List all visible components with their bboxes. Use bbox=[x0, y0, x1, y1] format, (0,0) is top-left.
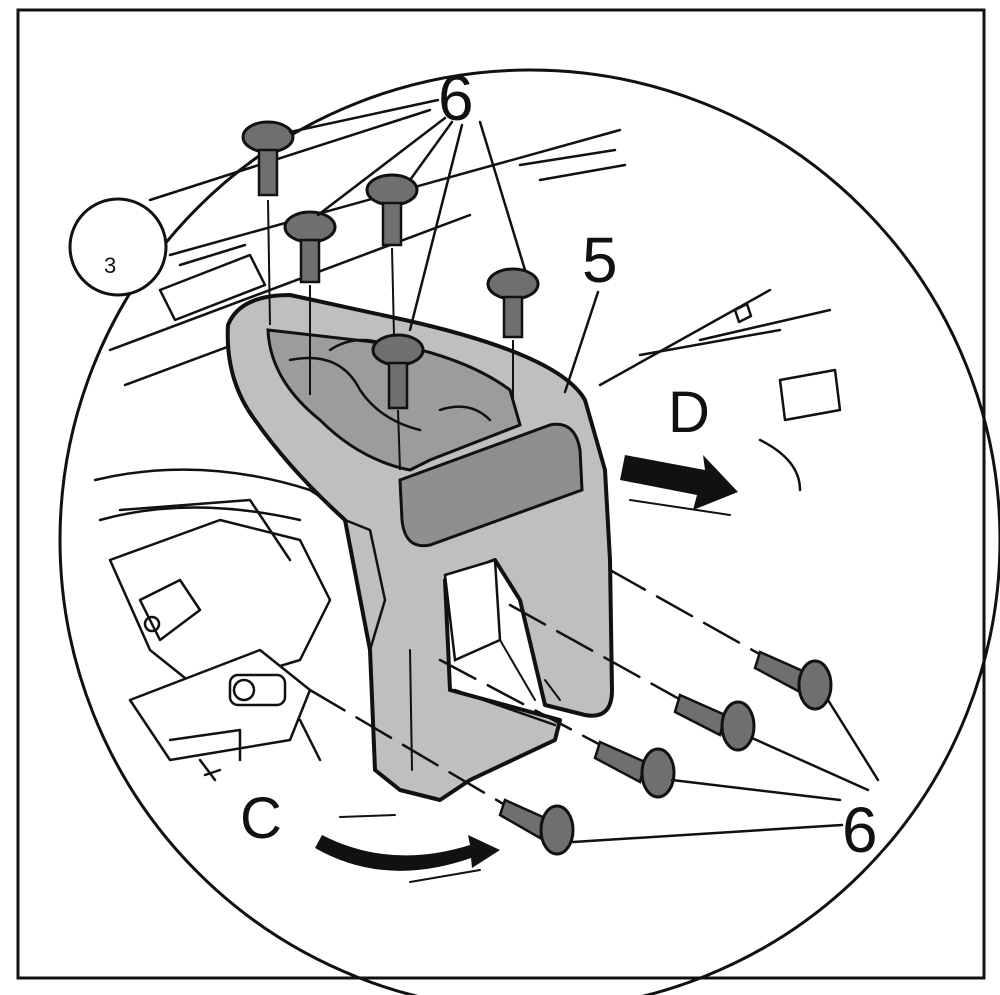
part-label: 5 bbox=[582, 224, 618, 296]
top-screws bbox=[241, 120, 540, 471]
side-screws-callout: 6 bbox=[571, 698, 880, 866]
screw-icon bbox=[371, 333, 425, 471]
direction-arrow-C: C bbox=[240, 786, 500, 883]
view-number-callout: 3 bbox=[68, 197, 168, 297]
shifter-mechanism bbox=[93, 468, 357, 782]
side-screws bbox=[308, 568, 833, 856]
screw-icon bbox=[753, 650, 833, 711]
screw-icon bbox=[241, 120, 295, 326]
screw-icon bbox=[673, 693, 756, 752]
direction-D-label: D bbox=[668, 380, 710, 445]
part-callout: 5 bbox=[563, 224, 618, 394]
top-screws-callout: 6 bbox=[288, 62, 527, 332]
screw-icon bbox=[486, 267, 540, 400]
rotate-arrow-icon bbox=[315, 835, 500, 871]
detail-circle bbox=[58, 68, 1000, 995]
screw-icon bbox=[498, 798, 575, 856]
console-front-recess bbox=[398, 422, 584, 548]
screw-icon bbox=[283, 210, 337, 395]
screw-icon bbox=[365, 173, 419, 336]
direction-arrow-D: D bbox=[620, 380, 738, 516]
view-number-label: 3 bbox=[104, 253, 116, 278]
dashboard-background-lines bbox=[108, 108, 842, 492]
top-screws-label: 6 bbox=[438, 62, 474, 134]
direction-C-label: C bbox=[240, 786, 282, 851]
console-trim-panel bbox=[225, 293, 614, 802]
arrow-icon bbox=[620, 455, 738, 510]
screw-icon bbox=[593, 740, 676, 799]
side-screws-label: 6 bbox=[842, 794, 878, 866]
